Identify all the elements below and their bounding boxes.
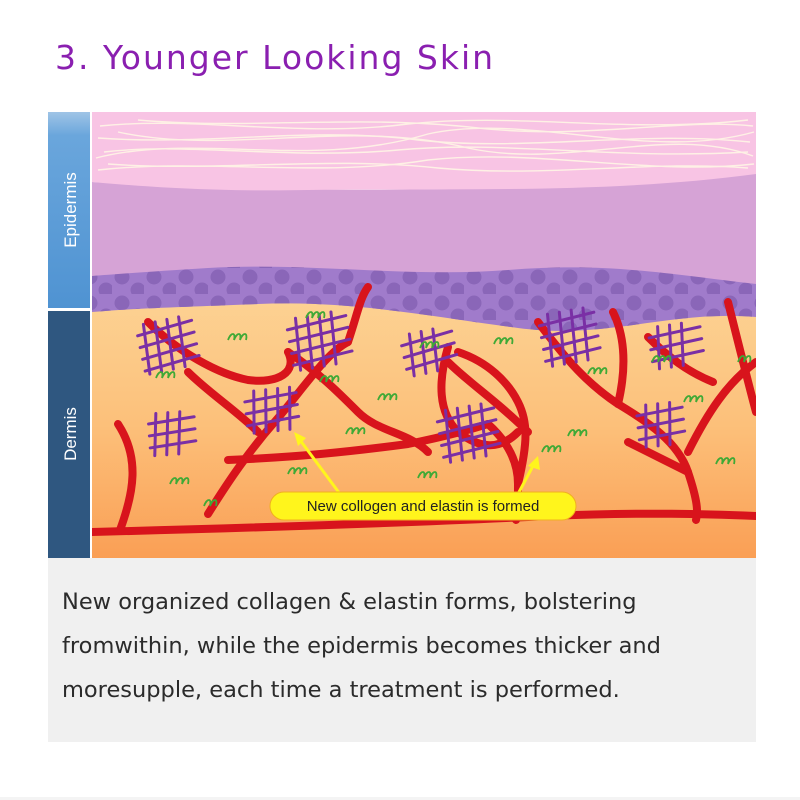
elastin-coils [155, 311, 752, 507]
dermis-label: Dermis [61, 407, 80, 461]
epidermis-bar [48, 112, 90, 308]
caption-text: New organized collagen & elastin forms, … [62, 589, 661, 703]
callout-arrows [294, 432, 540, 495]
caption-panel: New organized collagen & elastin forms, … [48, 558, 756, 742]
epidermis-label: Epidermis [61, 172, 80, 248]
page-title: 3. Younger Looking Skin [55, 38, 496, 77]
epidermis-layer [92, 172, 756, 284]
divider [0, 797, 800, 800]
callout-label: New collogen and elastin is formed [307, 498, 540, 515]
skin-layers-diagram: Epidermis Dermis [48, 112, 756, 558]
surface-fibers [95, 119, 755, 172]
surface-layer [92, 112, 756, 191]
dermis-bar [48, 311, 90, 558]
callout-box [269, 491, 577, 521]
collagen-meshes [136, 306, 705, 464]
